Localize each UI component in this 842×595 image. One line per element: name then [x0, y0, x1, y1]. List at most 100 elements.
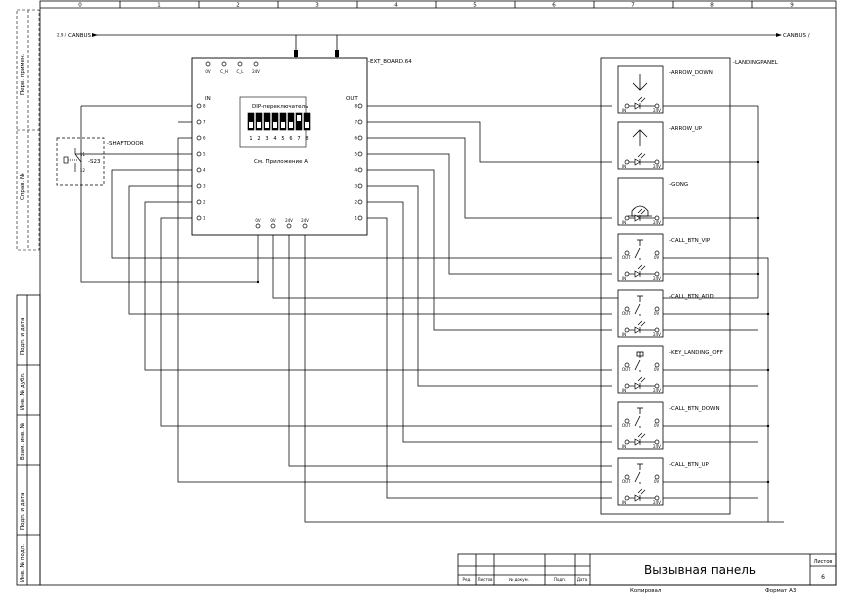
stamp-first-use: Перв. примен. — [20, 53, 26, 95]
zero-volt-pin-label: 0V — [654, 311, 660, 316]
zero-volt-pin-label: 0V — [654, 423, 660, 428]
ext-board-title: -EXT_BOARD.64 — [368, 59, 412, 65]
shaftdoor-device: -S23 — [88, 159, 101, 165]
document-title: Вызывная панель — [644, 563, 756, 577]
v24-pin-label: 24V — [653, 388, 661, 393]
stamp-reference-no: Справ. № — [20, 173, 26, 200]
button-icon — [634, 407, 643, 428]
grid-col-6: 6 — [552, 3, 556, 9]
out-pin-7: 7 — [354, 120, 357, 125]
stamp-sign-date-2: Подп. и дата — [20, 493, 26, 530]
dip-title: DIP-переключатель — [252, 104, 308, 110]
left-lower-stamp — [16, 294, 41, 586]
out-pin-6: 6 — [354, 136, 357, 141]
landing-panel-title: -LANDINGPANEL — [733, 60, 779, 66]
bottom-pin-0v-a: 0V — [255, 218, 261, 223]
dip-num-3: 3 — [265, 136, 268, 142]
v24-pin-label: 24V — [653, 108, 661, 113]
canbus-left-label: CANBUS — [68, 33, 92, 39]
v24-pin-label: 24V — [653, 276, 661, 281]
out-pin-3: 3 — [354, 184, 357, 189]
led-icon — [627, 488, 657, 502]
in-label: IN — [205, 96, 211, 102]
dip-numbers: 1 2 3 4 5 6 7 8 — [249, 136, 308, 142]
canbus-line — [92, 33, 782, 61]
dip-num-4: 4 — [273, 136, 276, 142]
ext-board-out-terminals — [357, 103, 363, 221]
dip-num-5: 5 — [281, 136, 284, 142]
dip-num-7: 7 — [297, 136, 300, 142]
stamp-dup-inv: Инв. № дубл. — [20, 372, 26, 410]
in-pin-label: IN — [622, 164, 626, 169]
in-pin-2: 2 — [203, 200, 206, 205]
header-doc-no: № докум. — [509, 577, 529, 582]
ext-board-bottom-terminals — [255, 223, 308, 229]
out-pin-label: OUT — [622, 479, 631, 484]
out-pin-label: OUT — [622, 311, 631, 316]
led-icon — [627, 152, 657, 166]
top-pin-0v: 0V — [205, 69, 211, 74]
led-icon — [627, 376, 657, 390]
button-icon — [634, 239, 643, 260]
stamp-repl-inv: Взам. инв. № — [20, 422, 26, 460]
in-pin-label: IN — [622, 500, 626, 505]
dip-switch — [239, 96, 311, 148]
module-name-label: -CALL_BTN_ADD — [669, 294, 714, 300]
canbus-right-label: CANBUS / — [783, 33, 810, 39]
arrow-up-icon — [632, 129, 648, 146]
zero-volt-pin-label: 0V — [654, 479, 660, 484]
dip-num-2: 2 — [257, 136, 260, 142]
stamp-orig-inv: Инв. № подл. — [20, 544, 26, 582]
button-icon — [634, 463, 643, 484]
grid-col-8: 8 — [710, 3, 714, 9]
ext-board — [191, 57, 368, 236]
title-block-headers: Ред. Листов № докум. Подп. Дата — [463, 577, 588, 582]
out-label: OUT — [346, 96, 358, 102]
left-upper-stamp — [16, 9, 40, 251]
module-name-label: -ARROW_DOWN — [669, 70, 713, 76]
shaftdoor-pin-top: 11 — [80, 152, 86, 157]
led-icon — [627, 208, 657, 222]
v24-pin-label: 24V — [653, 220, 661, 225]
header-sheets: Листов — [478, 577, 494, 582]
ext-board-in-terminals — [196, 103, 202, 221]
sheet-number: 6 — [821, 574, 825, 581]
shaftdoor-title: -SHAFTDOOR — [107, 141, 144, 147]
in-pin-1: 1 — [203, 216, 206, 221]
in-pin-5: 5 — [203, 152, 206, 157]
copied-label: Копировал — [630, 588, 662, 594]
in-pin-label: IN — [622, 388, 626, 393]
v24-pin-label: 24V — [653, 444, 661, 449]
zero-volt-pin-label: 0V — [654, 367, 660, 372]
in-pin-label: IN — [622, 276, 626, 281]
grid-col-3: 3 — [315, 3, 319, 9]
format-label: Формат А3 — [765, 588, 797, 594]
top-pin-24v: 24V — [252, 69, 260, 74]
title-block — [457, 553, 837, 586]
in-pin-label: IN — [622, 444, 626, 449]
v24-pin-label: 24V — [653, 164, 661, 169]
ext-board-top-terminals — [205, 61, 259, 67]
landing-panel — [600, 57, 731, 515]
top-pin-c-h: C_H — [220, 69, 228, 74]
v24-pin-label: 24V — [653, 500, 661, 505]
bottom-pin-24v-b: 24V — [301, 218, 309, 223]
in-pin-4: 4 — [203, 168, 206, 173]
grid-col-9: 9 — [790, 3, 794, 9]
out-pin-label: OUT — [622, 423, 631, 428]
grid-col-7: 7 — [631, 3, 635, 9]
module-name-label: -GONG — [669, 182, 688, 188]
bottom-pin-24v-a: 24V — [285, 218, 293, 223]
top-pin-c-l: C_L — [236, 69, 244, 74]
in-pin-6: 6 — [203, 136, 206, 141]
grid-col-5: 5 — [473, 3, 477, 9]
appendix-note: См. Приложение А — [254, 159, 308, 165]
grid-col-2: 2 — [236, 3, 240, 9]
in-pin-label: IN — [622, 332, 626, 337]
dip-num-1: 1 — [249, 136, 252, 142]
